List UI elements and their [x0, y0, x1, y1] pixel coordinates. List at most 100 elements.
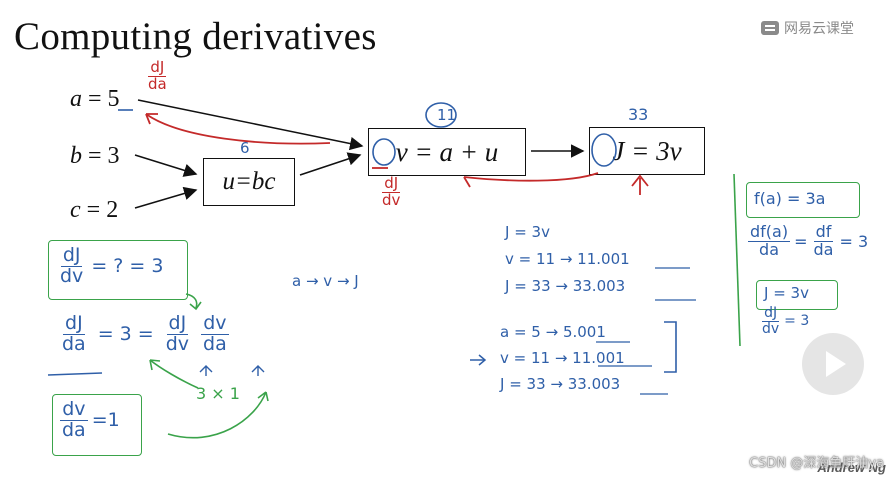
node-v-box: v = a + u	[368, 128, 526, 176]
red-tick-v	[463, 176, 471, 188]
green-box-j	[756, 280, 838, 310]
dv-da-num: dv	[60, 398, 88, 421]
input-c: c = 2	[70, 197, 118, 224]
circle-value-v	[425, 102, 457, 128]
red-dv-den: dv	[382, 190, 401, 209]
red-dJ-num: dJ	[148, 58, 167, 77]
arrow-b-to-u	[134, 154, 198, 177]
red-back-arrow-v-to-a	[145, 113, 331, 145]
right-df-rhs-den: da	[813, 239, 834, 259]
input-c-val: 2	[106, 197, 119, 223]
input-a: a = 5	[70, 86, 120, 113]
arrow-a-to-v	[137, 99, 364, 151]
block2: a = 5 → 5.001 v = 11 → 11.001 J = 33 → 3…	[500, 319, 625, 397]
circle-var-v	[372, 138, 396, 166]
green-box-dv-da	[52, 394, 142, 456]
play-icon	[826, 351, 846, 377]
value-v: 11	[437, 106, 457, 124]
blue-up-arrow-1	[199, 365, 213, 376]
input-a-op: =	[88, 86, 102, 112]
right-df-eq: =	[794, 231, 808, 251]
input-b: b = 3	[70, 143, 120, 170]
dv-da-rhs: =1	[91, 409, 120, 432]
block1-line-1: J = 3v	[505, 223, 550, 241]
chain-da2-den: da	[203, 332, 227, 355]
right-df-num: df(a)	[748, 222, 791, 242]
chain-da-den: da	[62, 332, 86, 355]
input-c-var: c	[70, 197, 81, 223]
csdn-watermark: CSDN @深海鱼肝油ya	[749, 456, 884, 471]
input-b-op: =	[88, 143, 102, 169]
block1-line-3: J = 33 → 33.003	[505, 277, 626, 295]
right-dj-rhs: = 3	[784, 313, 810, 330]
dJ-dv-den: dv	[60, 264, 84, 287]
green-arrow-one	[167, 391, 267, 439]
red-arrowhead-a	[145, 113, 158, 125]
right-df-den: da	[759, 239, 780, 259]
chain-rhs: = 3 =	[97, 323, 154, 346]
underline-dJ-da	[47, 372, 103, 376]
netease-logo-text: 网易云课堂	[784, 21, 854, 37]
block1-line-2: v = 11 → 11.001	[505, 250, 630, 268]
green-arrow-three-head	[149, 359, 161, 371]
block2-pointer-head	[478, 354, 487, 366]
block2-line-3: J = 33 → 33.003	[500, 375, 621, 393]
green-hook-arrow	[185, 293, 198, 309]
input-c-op: =	[86, 197, 101, 223]
block1: J = 3v v = 11 → 11.001 J = 33 → 33.003	[505, 219, 630, 300]
red-back-arrow-j-to-v	[463, 172, 599, 182]
input-a-val: 5	[107, 86, 120, 112]
block2-line-1: a = 5 → 5.001	[500, 323, 606, 341]
green-hook-head	[189, 301, 202, 311]
right-df-rhs-num: df	[813, 222, 834, 242]
chain-dv-den: dv	[165, 332, 190, 355]
red-da-den: da	[148, 74, 167, 93]
value-j: 33	[628, 105, 649, 124]
node-u-box: u=bc	[203, 158, 295, 206]
chain-dJ-num: dJ	[63, 312, 85, 335]
right-j-expr: J = 3v	[764, 284, 809, 302]
node-j-box: J = 3v	[589, 127, 705, 175]
chain-dJ2-num: dJ	[166, 312, 189, 335]
dJ-dv-rhs: = ? = 3	[91, 255, 164, 278]
blue-up-arrow-2	[251, 365, 265, 376]
node-u-label: u=bc	[222, 168, 276, 195]
circle-var-j	[591, 133, 617, 167]
right-df-value: = 3	[839, 231, 869, 251]
node-j-label: J = 3v	[612, 135, 682, 166]
right-divider-line	[733, 173, 741, 347]
input-a-var: a	[70, 86, 82, 112]
right-dj-num: dJ	[762, 305, 780, 322]
green-arrow-one-head	[257, 391, 269, 402]
node-v-label: v = a + u	[395, 136, 499, 167]
author-name: Andrew Ng	[817, 460, 886, 475]
right-f-expr: f(a) = 3a	[754, 189, 826, 208]
red-dJ-num-2: dJ	[382, 174, 401, 193]
input-b-var: b	[70, 143, 82, 169]
block2-bracket	[664, 321, 677, 373]
chain-dv-num: dv	[201, 312, 229, 335]
right-dj-den: dv	[762, 320, 780, 337]
green-arrow-three	[149, 359, 199, 389]
value-u: 6	[240, 139, 250, 157]
dv-da-den: da	[62, 418, 86, 441]
slide-title: Computing derivatives	[14, 15, 377, 58]
input-b-val: 3	[107, 143, 120, 169]
block2-line-2: v = 11 → 11.001	[500, 349, 625, 367]
play-button[interactable]	[802, 333, 864, 395]
arrow-c-to-u	[134, 186, 198, 209]
three-times-one: 3 × 1	[196, 384, 240, 403]
arrow-u-to-v	[299, 152, 362, 176]
chain-path-text: a → v → J	[292, 272, 359, 290]
netease-logo: 网易云课堂	[761, 18, 854, 38]
green-box-dJ-dv	[48, 240, 188, 300]
green-box-f	[746, 182, 860, 218]
